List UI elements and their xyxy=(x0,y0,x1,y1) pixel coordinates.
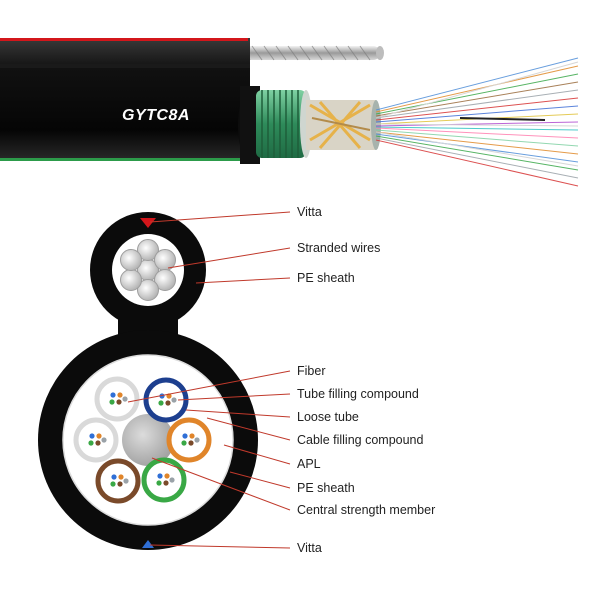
label-vitta-top: Vitta xyxy=(297,205,322,219)
leader-lines xyxy=(127,211,291,549)
loose-tube-white-1 xyxy=(94,376,140,422)
vitta-marker-red xyxy=(140,218,156,228)
loose-tube-green xyxy=(141,457,187,503)
label-loose-tube: Loose tube xyxy=(297,410,359,424)
central-strength-member xyxy=(122,414,174,466)
loose-tube-orange xyxy=(166,417,212,463)
fibers xyxy=(88,392,200,487)
label-cable-filling-compound: Cable filling compound xyxy=(297,433,424,447)
fiber-fan xyxy=(375,57,579,187)
vitta-marker-blue xyxy=(142,540,154,548)
cable-side-view: GYTC8A xyxy=(0,38,579,187)
labels: Vitta Stranded wires PE sheath Fiber Tub… xyxy=(297,205,435,555)
label-apl: APL xyxy=(297,457,321,471)
label-vitta-bottom: Vitta xyxy=(297,541,322,555)
vitta-stripe-green xyxy=(0,158,250,161)
label-stranded-wires: Stranded wires xyxy=(297,241,380,255)
loose-tube-white-2 xyxy=(73,417,119,463)
vitta-stripe-red xyxy=(0,38,248,41)
label-fiber: Fiber xyxy=(297,364,325,378)
label-pe-sheath-top: PE sheath xyxy=(297,271,355,285)
loose-tubes xyxy=(73,376,212,504)
cross-section xyxy=(38,212,258,550)
label-pe-sheath-bottom: PE sheath xyxy=(297,481,355,495)
label-tube-filling-compound: Tube filling compound xyxy=(297,387,419,401)
label-central-strength-member: Central strength member xyxy=(297,503,435,517)
cable-model-label: GYTC8A xyxy=(122,107,190,124)
outer-jacket xyxy=(0,38,250,161)
stranded-wires xyxy=(120,239,176,301)
loose-tube-brown xyxy=(95,458,141,504)
